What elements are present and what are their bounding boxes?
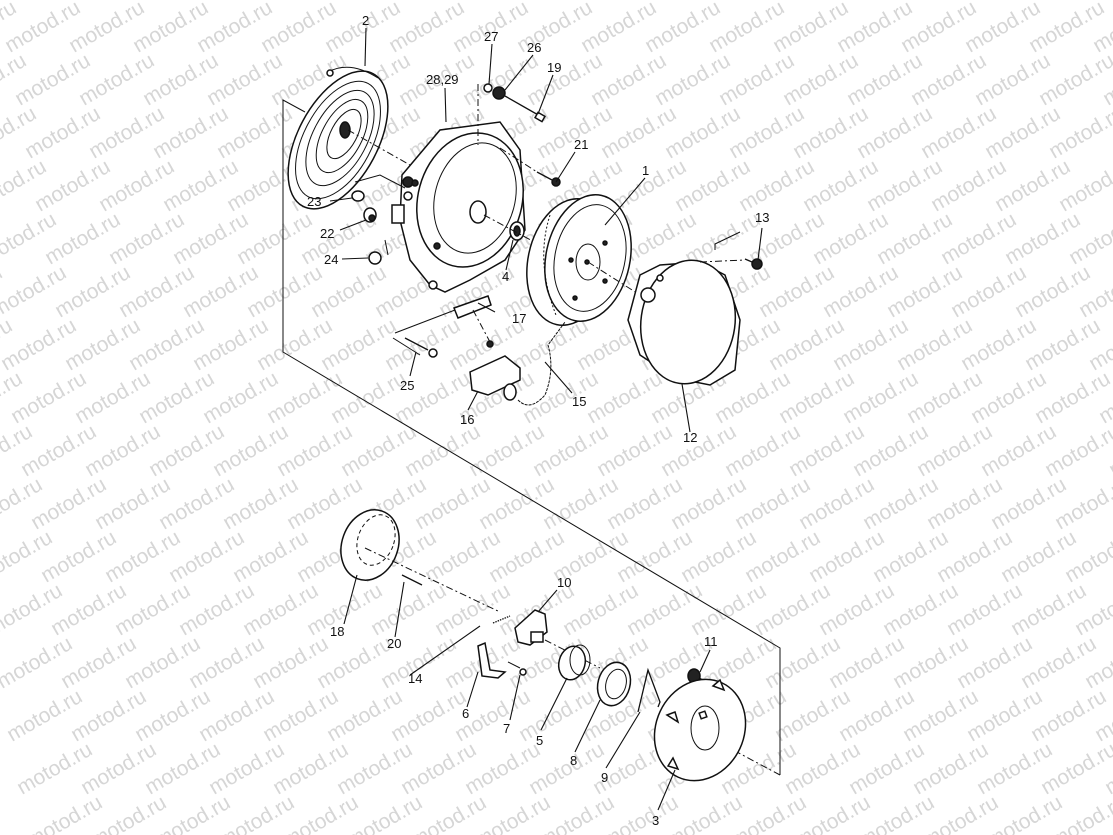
callout-3: 3 [652,813,659,828]
callout-21: 21 [574,137,588,152]
callout-15: 15 [572,394,586,409]
callout-12: 12 [683,430,697,445]
parts-15-16-17-25 [392,295,566,406]
callout-8: 8 [570,753,577,768]
callout-7: 7 [503,721,510,736]
part-10-pawl-bracket [514,609,601,669]
callout-13: 13 [755,210,769,225]
callout-25: 25 [400,378,414,393]
part-7-pin [507,661,527,676]
part-20-stud [401,574,423,586]
callout-2: 2 [362,13,369,28]
part-18-cup [340,509,501,613]
callout-labels: 2 28,29 27 26 19 21 1 13 23 22 24 4 17 2… [307,13,769,828]
parts-19-26-27-bolt-set [477,83,546,145]
callout-4: 4 [502,269,509,284]
callout-19: 19 [547,60,561,75]
part-1-flywheel [526,194,641,326]
parts-22-23-24-hardware [351,174,406,265]
callout-28-29: 28,29 [426,72,459,87]
part-5-bushing [557,644,591,681]
callout-16: 16 [460,412,474,427]
part-28-29-housing [391,121,526,293]
callout-26: 26 [527,40,541,55]
callout-22: 22 [320,226,334,241]
callout-27: 27 [484,29,498,44]
callout-5: 5 [536,733,543,748]
callout-11: 11 [704,634,718,649]
part-4-seal [483,214,541,246]
part-3-drive-plate [653,678,747,782]
callout-14: 14 [408,671,422,686]
callout-18: 18 [330,624,344,639]
callout-23: 23 [307,194,321,209]
callout-10: 10 [557,575,571,590]
part-6-pawl [477,641,507,679]
part-9-spring-clip [637,667,661,713]
callout-9: 9 [601,770,608,785]
callout-6: 6 [462,706,469,721]
callout-20: 20 [387,636,401,651]
callout-1: 1 [642,163,649,178]
leader-lines [329,27,763,811]
part-14-spring [492,615,511,624]
callout-24: 24 [324,252,338,267]
part-13-bolt [699,231,763,270]
part-2-recoil-spring [287,66,411,210]
part-8-washer [596,661,632,707]
callout-17: 17 [512,311,526,326]
part-12-fan-cover [627,259,741,386]
